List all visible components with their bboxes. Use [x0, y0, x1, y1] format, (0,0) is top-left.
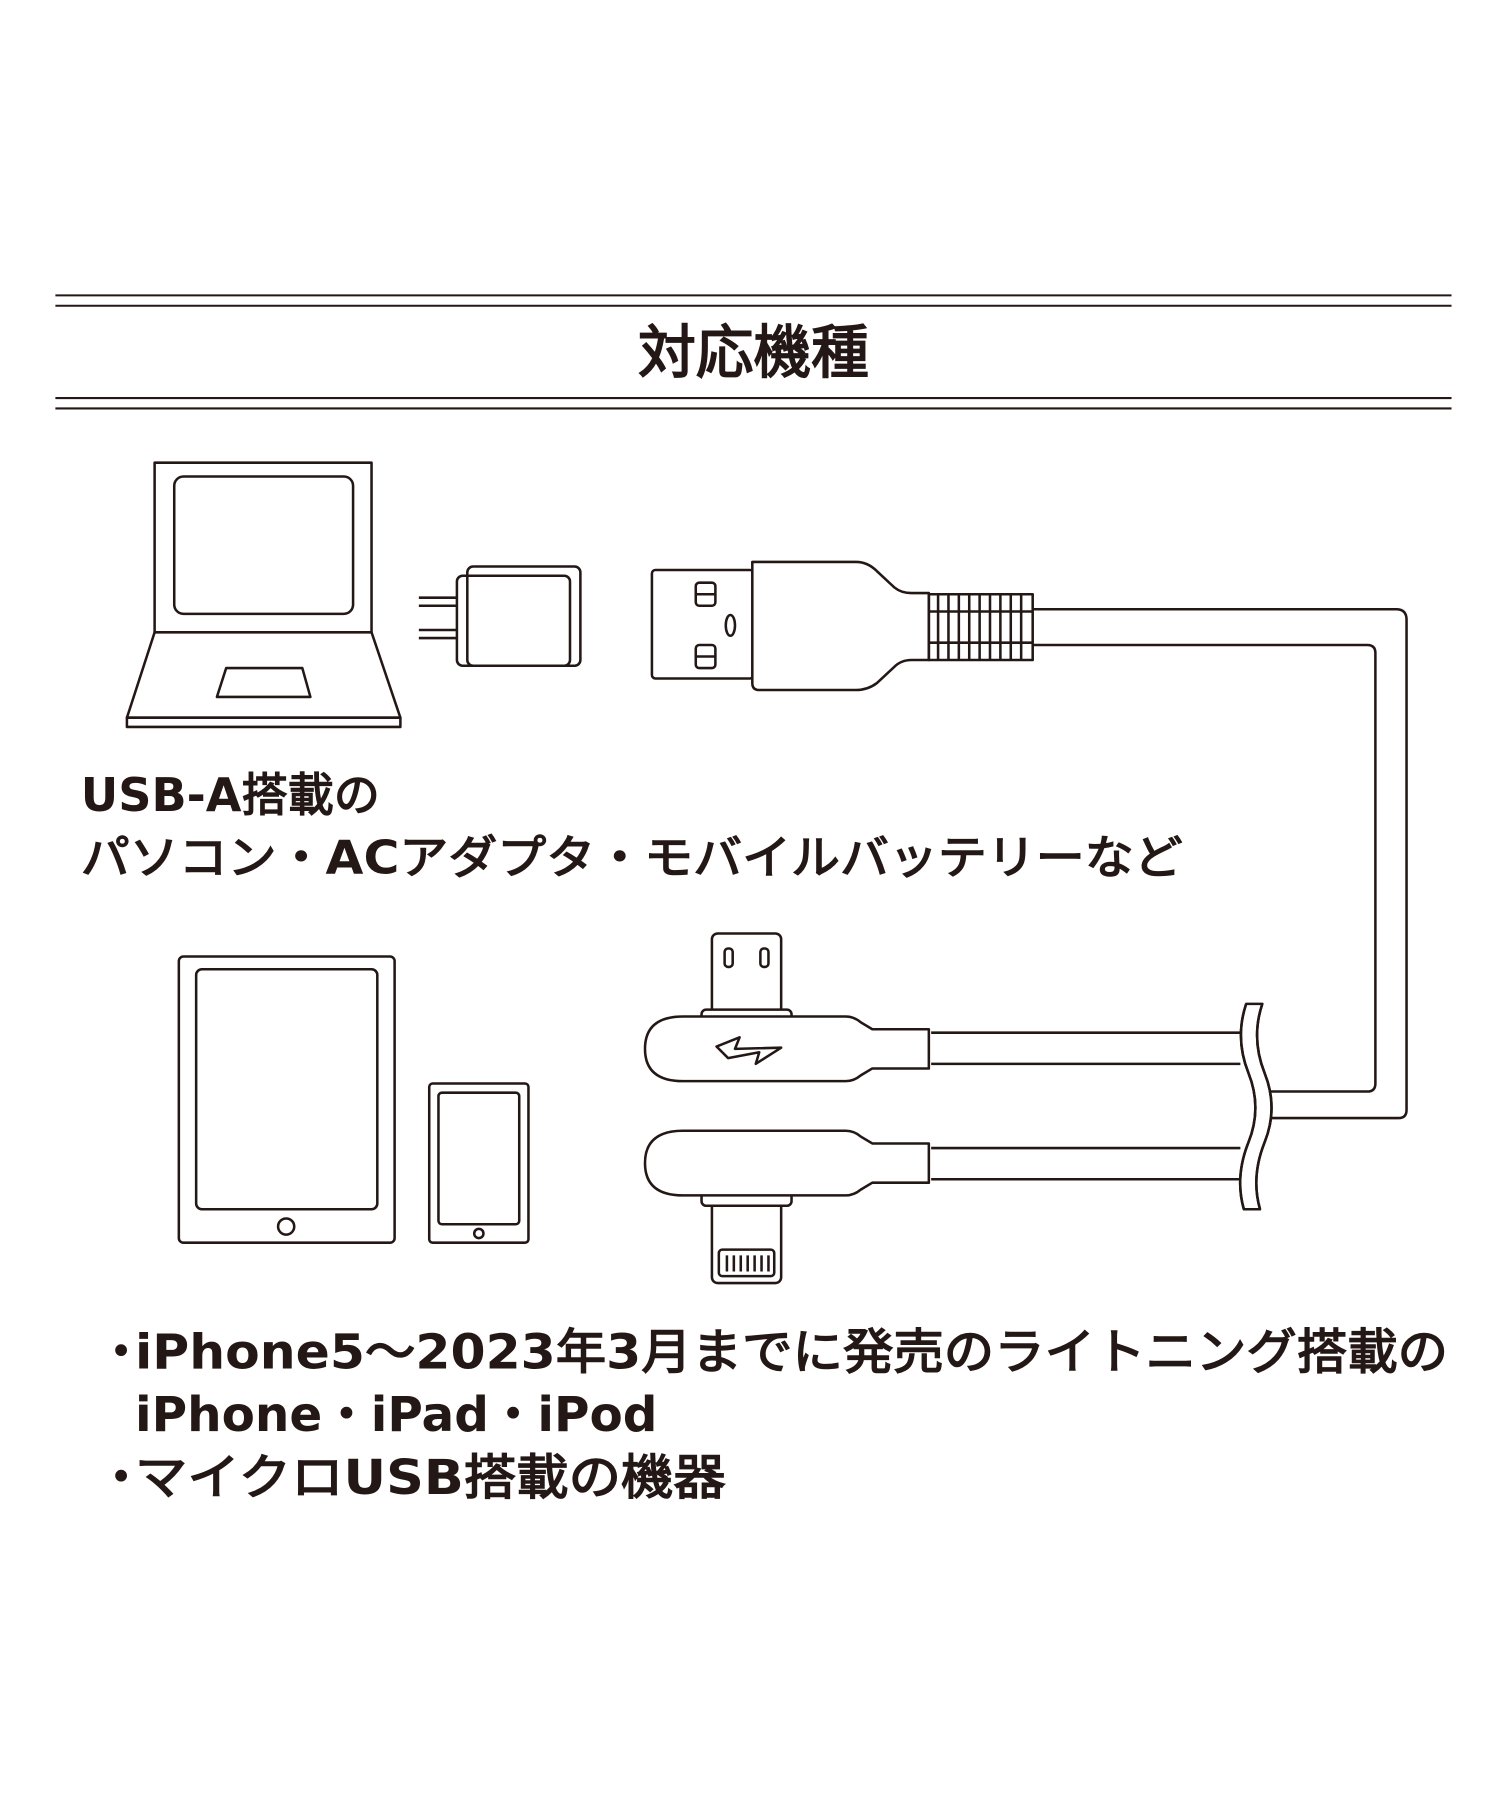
- target-item-2: マイクロUSB搭載の機器: [135, 1450, 726, 1506]
- lightning-bolt-icon: [715, 1036, 783, 1066]
- source-devices-line2: パソコン・ACアダプタ・モバイルバッテリーなど: [81, 830, 1183, 884]
- tablet-icon: [177, 955, 396, 1244]
- usb-a-connector-icon: [650, 560, 1408, 1120]
- cable-break-mark: [1238, 1002, 1273, 1211]
- bullet-2: ・: [97, 1450, 145, 1506]
- page-title: 対応機種: [638, 319, 869, 387]
- smartphone-icon: [427, 1082, 530, 1244]
- lightning-connector-icon: [643, 1129, 1241, 1285]
- target-item-1-line2: iPhone・iPad・iPod: [135, 1387, 657, 1443]
- laptop-icon: [125, 461, 402, 729]
- target-item-1-line1: iPhone5〜2023年3月までに発売のライトニング搭載の: [135, 1324, 1448, 1380]
- micro-usb-connector-icon: [643, 932, 1241, 1083]
- ac-adapter-icon: [418, 565, 582, 668]
- source-devices-line1: USB-A搭載の: [81, 768, 380, 822]
- bullet-1: ・: [97, 1324, 145, 1380]
- header-rules: [55, 294, 1452, 410]
